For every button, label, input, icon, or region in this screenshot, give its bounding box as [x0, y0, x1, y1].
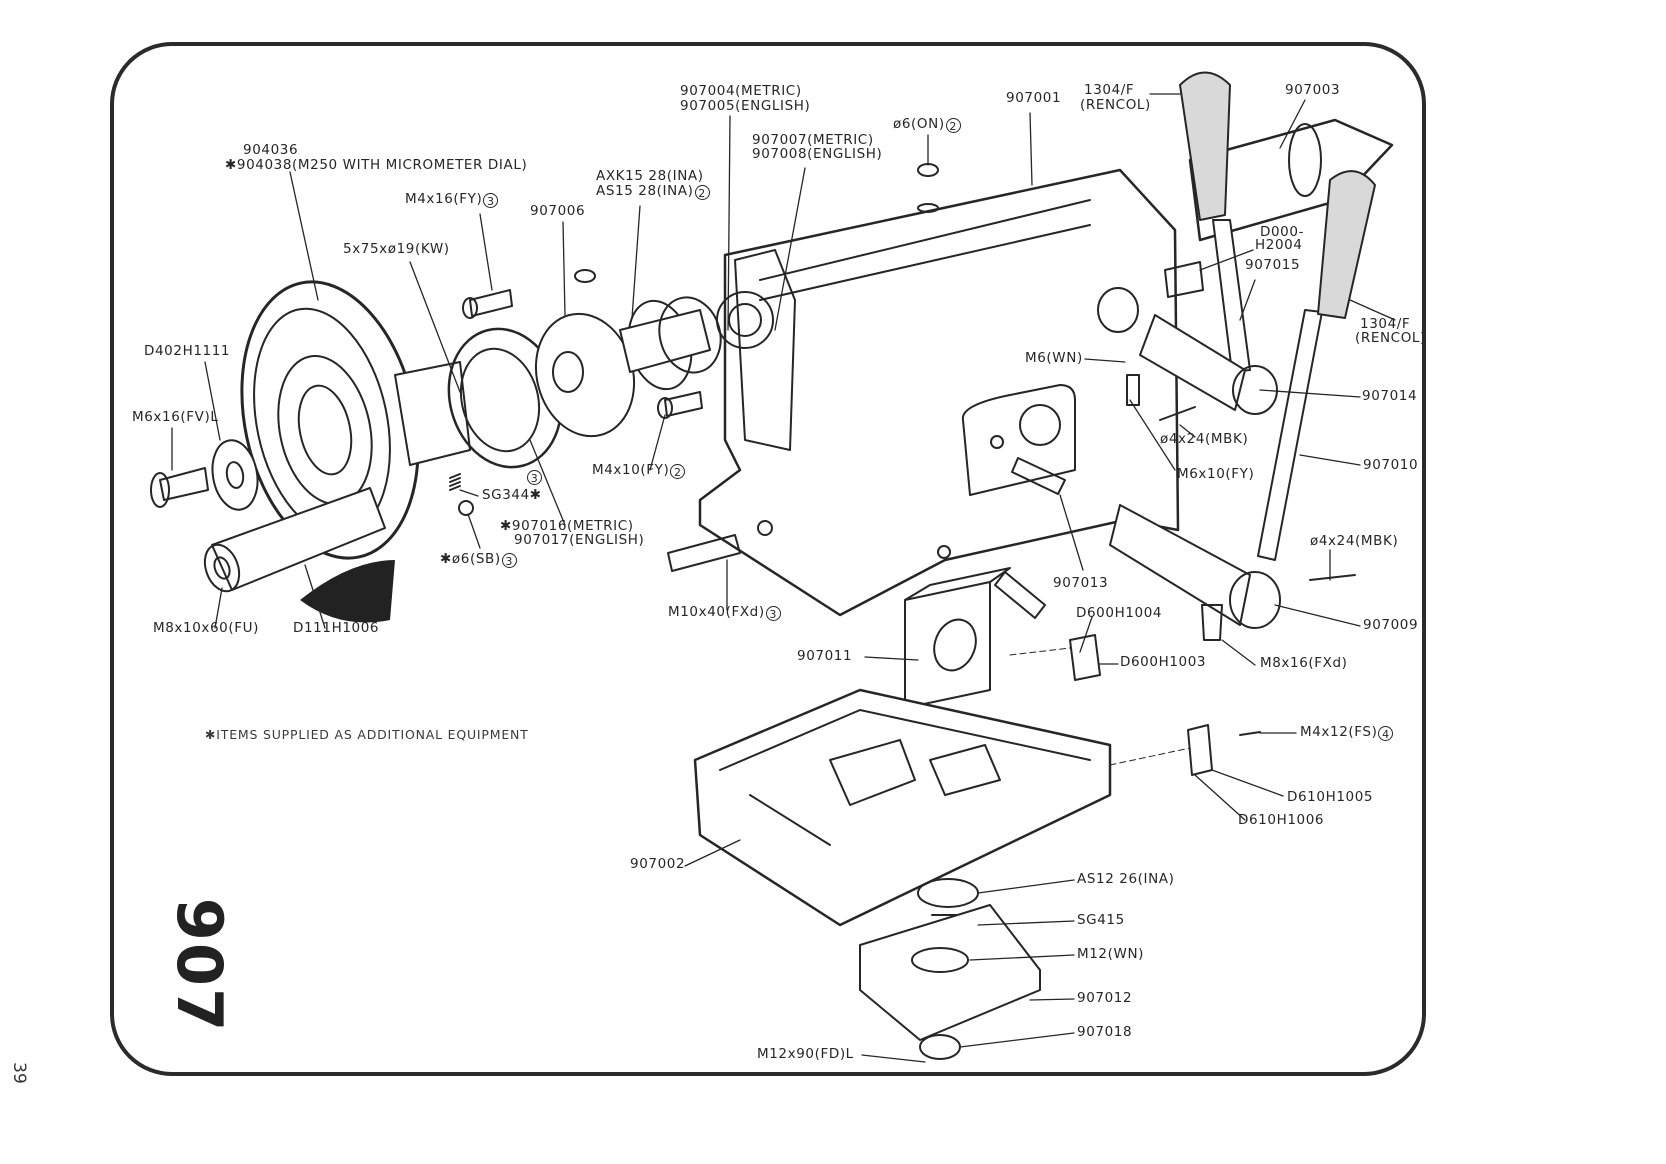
- part-label-rencol-2: 1304/F: [1360, 316, 1411, 332]
- part-label-907014: 907014: [1362, 388, 1418, 404]
- part-label-907016: ✱907016(METRIC): [500, 518, 634, 534]
- part-label-m4x12: M4x12(FS)4: [1300, 724, 1394, 741]
- part-label-d000: D000-: [1260, 224, 1305, 240]
- part-label-m4x16-fy: M4x16(FY)3: [405, 191, 499, 208]
- quantity-badge: 3: [501, 553, 517, 568]
- part-label-907006: 907006: [530, 203, 586, 219]
- part-label-d600h1004: D600H1004: [1076, 605, 1163, 621]
- base-and-clamp-drawing: [693, 567, 1261, 1060]
- label-text: M4x10(FY): [592, 462, 670, 478]
- diagram-border-frame: [110, 42, 1426, 1076]
- part-label-907010: 907010: [1363, 457, 1419, 473]
- quantity-badge: 2: [694, 185, 710, 200]
- part-label-907015: 907015: [1245, 257, 1301, 273]
- additional-equipment-note: ✱ITEMS SUPPLIED AS ADDITIONAL EQUIPMENT: [205, 727, 529, 742]
- part-label-907009: 907009: [1363, 617, 1419, 633]
- part-label-907007: 907007(METRIC): [752, 132, 874, 148]
- leader-lines: [171, 93, 1396, 1063]
- label-text: M10x40(FXd): [668, 604, 765, 620]
- part-label-904036: 904036: [243, 142, 299, 158]
- part-label-d600h1003: D600H1003: [1120, 654, 1207, 670]
- part-label-907013: 907013: [1053, 575, 1109, 591]
- quill-and-levers-drawing: [1097, 71, 1394, 641]
- quantity-badge: 2: [670, 464, 686, 479]
- part-label-m6x16-fv: M6x16(FV)L: [132, 409, 219, 425]
- label-text: ✱ø6(SB): [440, 551, 501, 567]
- part-label-m12-wn: M12(WN): [1077, 946, 1145, 962]
- part-label-d610h1005: D610H1005: [1287, 789, 1374, 805]
- part-label-pin-lower: ø4x24(MBK): [1310, 533, 1399, 549]
- assembly-number-text: 907: [163, 897, 237, 1033]
- part-label-907018: 907018: [1077, 1024, 1133, 1040]
- handwheel-drawing: [150, 280, 471, 623]
- part-label-d610h1006: D610H1006: [1238, 812, 1325, 828]
- part-label-oiler: ø6(ON)2: [893, 117, 961, 133]
- part-label-d402h1111: D402H1111: [144, 343, 231, 359]
- quantity-badge: 4: [1378, 726, 1394, 741]
- part-label-m12x90: M12x90(FD)L: [757, 1046, 854, 1062]
- part-label-907008: 907008(ENGLISH): [752, 146, 883, 162]
- part-label-m6x10-fy: M6x10(FY): [1177, 466, 1255, 482]
- part-label-rencol-2-brand: (RENCOL): [1355, 330, 1426, 346]
- page-number-text: 39: [8, 1062, 29, 1084]
- part-label-sg344: SG344✱: [482, 487, 542, 503]
- part-label-m8x16: M8x16(FXd): [1260, 655, 1348, 671]
- part-label-rencol-1-brand: (RENCOL): [1080, 97, 1151, 113]
- part-label-pin-upper: ø4x24(MBK): [1160, 431, 1249, 447]
- part-label-h2004: H2004: [1255, 237, 1303, 253]
- part-label-m10x40: M10x40(FXd)3: [668, 605, 781, 621]
- part-label-ball: ✱ø6(SB)3: [440, 552, 517, 568]
- part-label-key: 5x75xø19(KW): [343, 241, 450, 257]
- quantity-badge: 2: [945, 118, 961, 133]
- part-label-sg344-qty: 3: [526, 469, 542, 485]
- part-label-907004: 907004(METRIC): [680, 83, 802, 99]
- part-label-904038: ✱904038(M250 WITH MICROMETER DIAL): [225, 157, 528, 173]
- part-label-907002: 907002: [630, 856, 686, 872]
- label-text: M4x12(FS): [1300, 724, 1378, 740]
- part-label-m4x10-fy: M4x10(FY)2: [592, 462, 686, 479]
- part-label-907017: 907017(ENGLISH): [514, 532, 645, 548]
- part-label-907003: 907003: [1285, 82, 1341, 98]
- part-label-907005: 907005(ENGLISH): [680, 98, 811, 114]
- part-label-d111h1006: D111H1006: [293, 620, 380, 636]
- part-label-m6-wn: M6(WN): [1025, 350, 1083, 366]
- tailstock-body-drawing: [667, 163, 1180, 619]
- page-number: 39: [4, 1058, 34, 1088]
- quantity-badge: 3: [527, 470, 542, 485]
- part-label-axk15: AXK15 28(INA): [596, 168, 704, 184]
- assembly-number: 907: [160, 897, 240, 1032]
- label-text: ø6(ON): [893, 116, 945, 132]
- part-label-907001: 907001: [1006, 90, 1062, 106]
- quantity-badge: 3: [765, 606, 781, 621]
- part-label-sg415: SG415: [1077, 912, 1125, 928]
- part-label-907012: 907012: [1077, 990, 1133, 1006]
- micrometer-dial-drawing: [447, 269, 722, 516]
- part-label-rencol-1: 1304/F: [1084, 82, 1135, 98]
- part-label-as12: AS12 26(INA): [1077, 871, 1175, 887]
- part-label-as15: AS15 28(INA)2: [596, 184, 710, 200]
- part-label-907011: 907011: [797, 648, 853, 664]
- label-text: AS15 28(INA): [596, 183, 694, 199]
- quantity-badge: 3: [483, 193, 499, 208]
- label-text: M4x16(FY): [405, 191, 483, 207]
- part-label-m8x10x60: M8x10x60(FU): [153, 620, 259, 636]
